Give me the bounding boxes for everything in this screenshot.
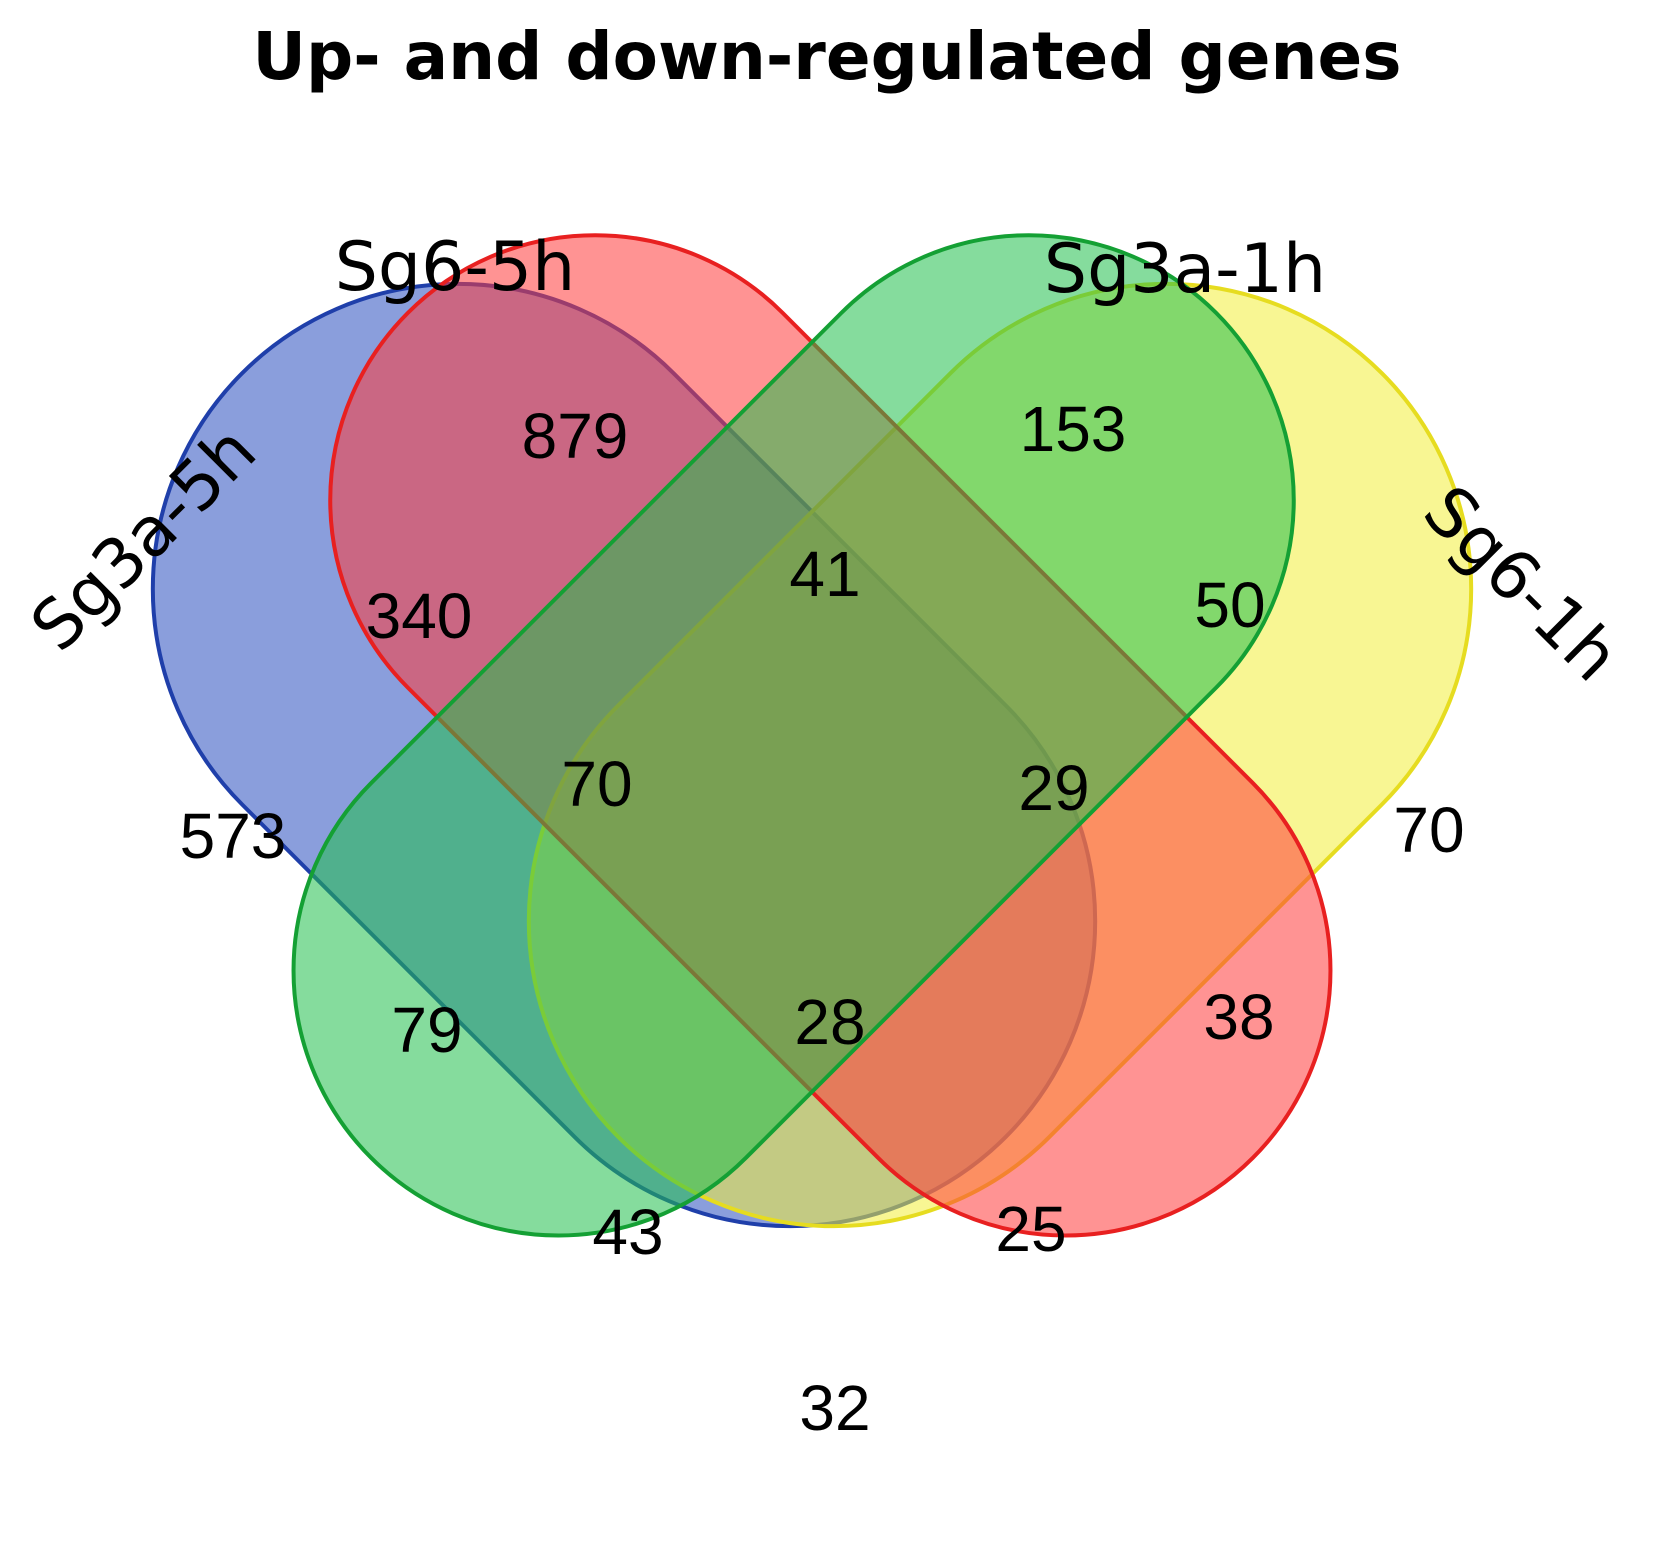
set-label-sg6-5h: Sg6-5h: [335, 228, 576, 307]
region-count-sg3a-5h-only: 573: [180, 800, 287, 872]
region-count-sg3a-5h-sg3a-1h-sg6-1h: 43: [592, 1196, 663, 1268]
region-count-sg6-5h-sg6-1h: 38: [1203, 981, 1274, 1053]
region-count-sg6-5h-sg3a-1h: 41: [789, 538, 860, 610]
set-ellipse-sg3a-1h: [291, 233, 1296, 1238]
region-count-sg3a-5h-sg3a-1h: 79: [391, 994, 462, 1066]
region-count-sg3a-5h-sg6-5h-sg3a-1h: 70: [561, 748, 632, 820]
region-count-sg3a-1h-only: 153: [1020, 393, 1127, 465]
region-count-all-four: 28: [794, 986, 865, 1058]
diagram-title: Up- and down-regulated genes: [252, 18, 1402, 95]
region-count-sg6-5h-only: 879: [522, 400, 629, 472]
region-count-sg3a-5h-sg6-5h-sg6-1h: 25: [995, 1193, 1066, 1265]
set-label-sg3a-1h: Sg3a-1h: [1044, 230, 1326, 309]
region-count-sg6-5h-sg3a-1h-sg6-1h: 29: [1018, 752, 1089, 824]
region-count-sg3a-1h-sg6-1h: 50: [1194, 569, 1265, 641]
region-count-sg3a-5h-sg6-1h: 32: [799, 1372, 870, 1444]
region-count-sg3a-5h-sg6-5h: 340: [366, 580, 473, 652]
region-count-sg6-1h-only: 70: [1393, 794, 1464, 866]
